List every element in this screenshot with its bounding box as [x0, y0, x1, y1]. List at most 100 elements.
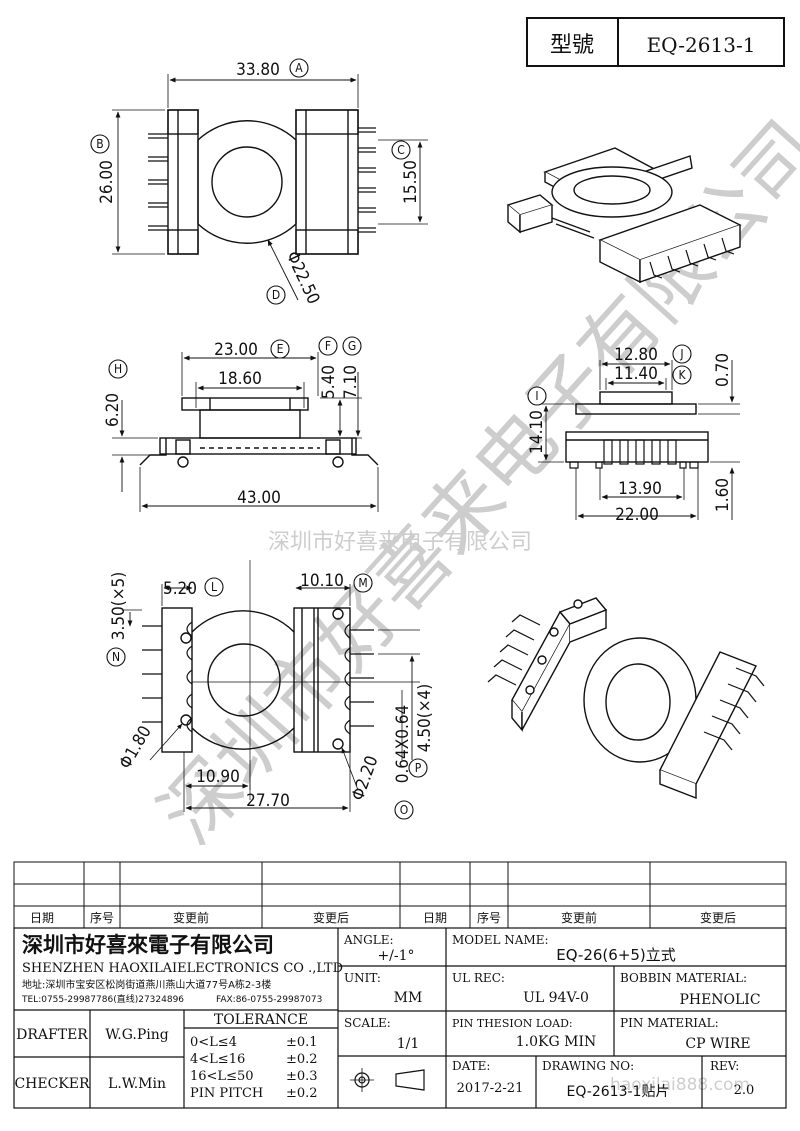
unit-label: UNIT:	[344, 971, 381, 985]
callout-letters: A B C D E F G H I J K L M N O P	[96, 61, 686, 817]
company-tel: TEL:0755-29987786(直线)27324896	[21, 993, 184, 1005]
dim-7-10: 7.10	[341, 365, 361, 399]
dim-4-50-x4: 4.50(×4)	[415, 684, 435, 753]
rev-after-2: 变更后	[700, 910, 736, 925]
dim-13-90: 13.90	[618, 479, 662, 499]
rev-value: 2.0	[734, 1083, 755, 1098]
callout-g: G	[348, 339, 356, 353]
dim-0-70: 0.70	[713, 353, 733, 387]
tol-range-2: 4<L≤16	[190, 1052, 245, 1067]
callouts	[90, 58, 692, 820]
rev-seq-1: 序号	[90, 910, 114, 925]
dim-3-50-x5: 3.50(×5)	[109, 572, 129, 641]
revision-headers: 日期 序号 变更前 变更后 日期 序号 变更前 变更后	[30, 910, 736, 925]
ul-rec-value: UL 94V-0	[523, 990, 589, 1006]
drafter-value: W.G.Ping	[105, 1027, 168, 1043]
date-value: 2017-2-21	[457, 1081, 524, 1096]
rev-seq-2: 序号	[477, 910, 501, 925]
revision-table	[13, 861, 787, 929]
dim-12-80: 12.80	[614, 345, 658, 365]
tol-value-3: ±0.3	[286, 1069, 318, 1084]
callout-n: N	[112, 650, 120, 664]
drawing-no-value: EQ-2613-1贴片	[567, 1084, 670, 1100]
scale-label: SCALE:	[344, 1016, 391, 1030]
date-label: DATE:	[452, 1059, 490, 1073]
model-name-value: EQ-26(6+5)立式	[556, 946, 676, 964]
tol-range-4: PIN PITCH	[190, 1086, 263, 1101]
rev-label: REV:	[710, 1059, 739, 1073]
model-header: 型號 EQ-2613-1	[526, 17, 785, 67]
checker-label: CHECKER	[14, 1076, 90, 1092]
angle-value: +/-1°	[377, 948, 414, 964]
tol-value-2: ±0.2	[286, 1052, 318, 1067]
company-name-en: SHENZHEN HAOXILAIELECTRONICS CO .,LTD	[22, 961, 343, 976]
callout-j: J	[679, 347, 683, 361]
drafter-label: DRAFTER	[16, 1027, 88, 1043]
dim-33-80: 33.80	[236, 60, 280, 80]
dim-5-40: 5.40	[319, 365, 339, 399]
company-address: 地址:深圳市宝安区松岗街道燕川燕山大道77号A栋2-3楼	[22, 978, 271, 991]
end-view	[538, 360, 740, 520]
top-view-dims: 33.80 26.00 15.50 Φ22.50	[97, 60, 421, 307]
model-header-value: EQ-2613-1	[647, 33, 756, 57]
callout-b: B	[96, 137, 103, 151]
checker-value: L.W.Min	[108, 1076, 166, 1092]
callout-k: K	[678, 368, 686, 382]
callout-h: H	[114, 362, 122, 376]
model-header-label: 型號	[550, 33, 594, 58]
ul-rec-label: UL REC:	[452, 971, 505, 985]
rev-after-1: 变更后	[313, 910, 349, 925]
rev-date-1: 日期	[30, 911, 54, 925]
bobbin-material-value: PHENOLIC	[679, 992, 760, 1008]
pin-material-value: CP WIRE	[685, 1036, 750, 1052]
dim-23-00: 23.00	[214, 340, 258, 360]
scale-value: 1/1	[397, 1036, 420, 1052]
tol-value-1: ±0.1	[286, 1035, 318, 1050]
callout-a: A	[295, 61, 303, 75]
dim-5-20: 5.20	[163, 579, 197, 599]
dim-phi-1-80: Φ1.80	[115, 723, 155, 773]
bobbin-material-label: BOBBIN MATERIAL:	[620, 971, 747, 985]
rev-before-2: 变更前	[561, 910, 597, 925]
dim-10-90: 10.90	[196, 767, 240, 787]
company-fax: FAX:86-0755-29987073	[216, 995, 322, 1005]
company-name-cn: 深圳市好喜來電子有限公司	[22, 933, 274, 957]
dim-phi-22-50: Φ22.50	[282, 248, 324, 307]
watermark-center: 深圳市好喜来电子有限公司	[268, 530, 532, 555]
dim-15-50: 15.50	[401, 160, 421, 204]
top-view	[112, 74, 428, 301]
dim-22-00: 22.00	[615, 505, 659, 525]
dim-11-40: 11.40	[614, 364, 658, 384]
callout-c: C	[397, 143, 405, 157]
angle-label: ANGLE:	[343, 933, 394, 947]
tol-value-4: ±0.2	[286, 1086, 318, 1101]
model-name-label: MODEL NAME:	[452, 933, 549, 947]
callout-i: I	[535, 389, 538, 403]
iso-view-bottom	[487, 597, 765, 800]
iso-view-top	[506, 147, 742, 284]
bottom-view	[122, 560, 420, 812]
rev-date-2: 日期	[423, 911, 447, 925]
title-block-lines	[13, 927, 787, 1109]
dim-43-00: 43.00	[237, 488, 281, 508]
tol-range-1: 0<L≤4	[190, 1035, 237, 1050]
callout-l: L	[211, 580, 217, 594]
dim-14-10: 14.10	[527, 410, 547, 454]
watermark-corner: haoxilai888.com	[610, 1075, 750, 1095]
callout-e: E	[277, 342, 284, 356]
callout-o: O	[400, 803, 409, 817]
pin-load-label: PIN THESION LOAD:	[452, 1017, 573, 1030]
callout-f: F	[325, 339, 331, 353]
drawing-no-label: DRAWING NO:	[542, 1059, 634, 1073]
callout-m: M	[358, 576, 367, 590]
title-block-text: 深圳市好喜來電子有限公司 SHENZHEN HAOXILAIELECTRONIC…	[14, 933, 760, 1101]
dim-18-60: 18.60	[218, 369, 262, 389]
side-view-dims: 23.00 18.60 5.40 7.10 6.20 43.00	[103, 340, 361, 508]
callout-p: P	[415, 761, 422, 775]
pin-material-label: PIN MATERIAL:	[620, 1016, 719, 1030]
callout-d: D	[272, 288, 280, 302]
rev-before-1: 变更前	[173, 910, 209, 925]
dim-27-70: 27.70	[246, 791, 290, 811]
